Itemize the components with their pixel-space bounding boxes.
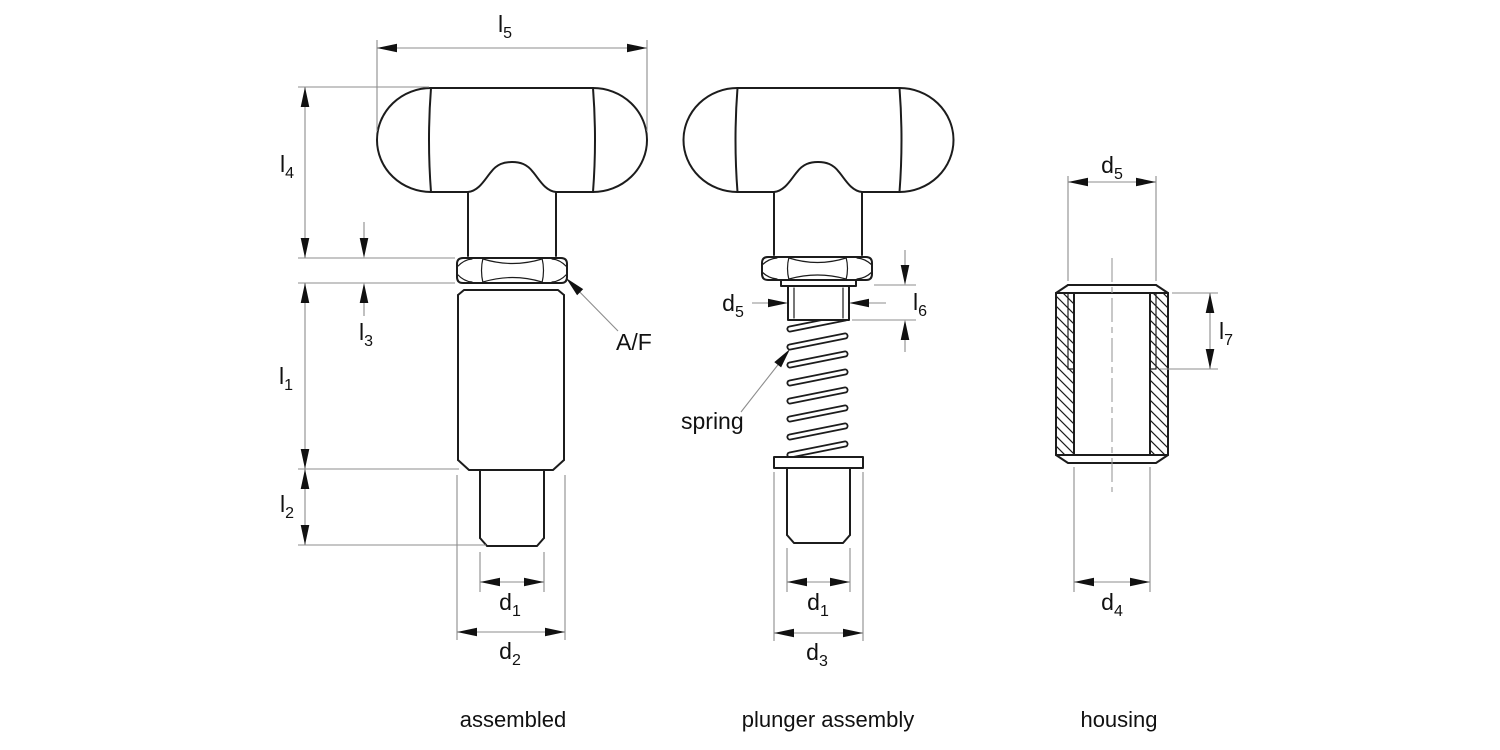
spring-coil: [788, 352, 847, 367]
spring-coil: [788, 388, 847, 403]
caption-plunger-assembly: plunger assembly: [742, 707, 914, 732]
housing-hatch-right-wall: [1150, 293, 1168, 455]
spring-coil: [788, 334, 847, 349]
dimension-arrowhead: [524, 577, 544, 587]
view-assembled: [376, 87, 648, 547]
dimension-arrowhead: [627, 43, 647, 53]
dimension-arrowhead: [300, 525, 310, 545]
dimension-arrowhead: [300, 449, 310, 469]
dimension-arrowhead: [830, 577, 850, 587]
dim-label-l5: l5: [498, 11, 512, 42]
spring-coil: [788, 424, 847, 439]
plunger-threaded-stud: [787, 285, 850, 321]
dimension-arrowhead: [843, 628, 863, 638]
dimension-arrowhead: [1136, 177, 1156, 187]
view-housing: [1055, 258, 1169, 492]
dim-label-d1-plunger: d1: [807, 589, 829, 620]
dimension-arrowhead: [545, 627, 565, 637]
dim-label-d1-assembled: d1: [499, 589, 521, 620]
labels: l5 l4 l3 l1 l2 d1 d2 A/F d5 l6 spring d1…: [279, 11, 1233, 732]
assembled-stem: [467, 191, 557, 257]
dim-label-d5-plunger: d5: [722, 290, 744, 321]
assembled-pin: [479, 469, 545, 547]
dimension-arrowhead: [457, 627, 477, 637]
dim-label-d4: d4: [1101, 589, 1123, 620]
housing-hatch-left-wall: [1056, 293, 1074, 455]
dim-label-l4: l4: [280, 151, 294, 182]
plunger-handle: [682, 87, 955, 193]
dimension-arrowhead: [300, 238, 310, 258]
dimension-arrowhead: [1074, 577, 1094, 587]
dimension-arrowhead: [849, 298, 869, 308]
dim-label-l7: l7: [1219, 318, 1233, 349]
caption-housing: housing: [1080, 707, 1157, 732]
spring-coil: [788, 370, 847, 385]
dimension-arrowhead: [300, 87, 310, 107]
dim-label-l2: l2: [280, 491, 294, 522]
dimension-arrowhead: [377, 43, 397, 53]
af-label: A/F: [616, 329, 652, 355]
dim-label-l1: l1: [279, 363, 293, 394]
dimension-arrowhead: [774, 349, 790, 368]
dimension-arrowhead: [768, 298, 788, 308]
dim-label-d3: d3: [806, 639, 828, 670]
spring-label: spring: [681, 408, 744, 434]
dimension-arrowhead: [1205, 349, 1215, 369]
assembled-handle: [376, 87, 648, 193]
dimension-arrowhead: [359, 283, 369, 303]
dimension-arrowhead: [900, 265, 910, 285]
dimension-arrowhead: [1068, 177, 1088, 187]
dimension-arrowhead: [480, 577, 500, 587]
assembled-body: [457, 289, 565, 471]
spring-coil: [788, 406, 847, 421]
dim-label-l3: l3: [359, 319, 373, 350]
dimension-arrowhead: [1130, 577, 1150, 587]
dim-label-l6: l6: [913, 289, 927, 320]
dimension-arrowhead: [359, 238, 369, 258]
dimension-arrowhead: [300, 283, 310, 303]
plunger-stem: [773, 191, 863, 256]
dimension-arrowhead: [566, 278, 584, 296]
housing-outline: [1055, 284, 1169, 464]
dim-label-d2: d2: [499, 638, 521, 669]
plunger-pin: [786, 467, 851, 544]
dimension-arrowheads: [300, 43, 1215, 638]
dimension-lines: [298, 40, 1218, 641]
dimension-arrowhead: [774, 628, 794, 638]
dim-label-d5-housing: d5: [1101, 152, 1123, 183]
plunger-hex-nut: [761, 256, 873, 281]
dimension-arrowhead: [1205, 293, 1215, 313]
assembled-hex-nut: [456, 257, 568, 284]
caption-assembled: assembled: [460, 707, 566, 732]
view-plunger-assembly: [682, 87, 955, 544]
spring-coil: [788, 442, 847, 457]
plunger-spring: [786, 314, 849, 459]
dimension-arrowhead: [900, 320, 910, 340]
dimension-arrowhead: [300, 469, 310, 489]
dimension-arrowhead: [787, 577, 807, 587]
plunger-washer: [773, 456, 864, 469]
